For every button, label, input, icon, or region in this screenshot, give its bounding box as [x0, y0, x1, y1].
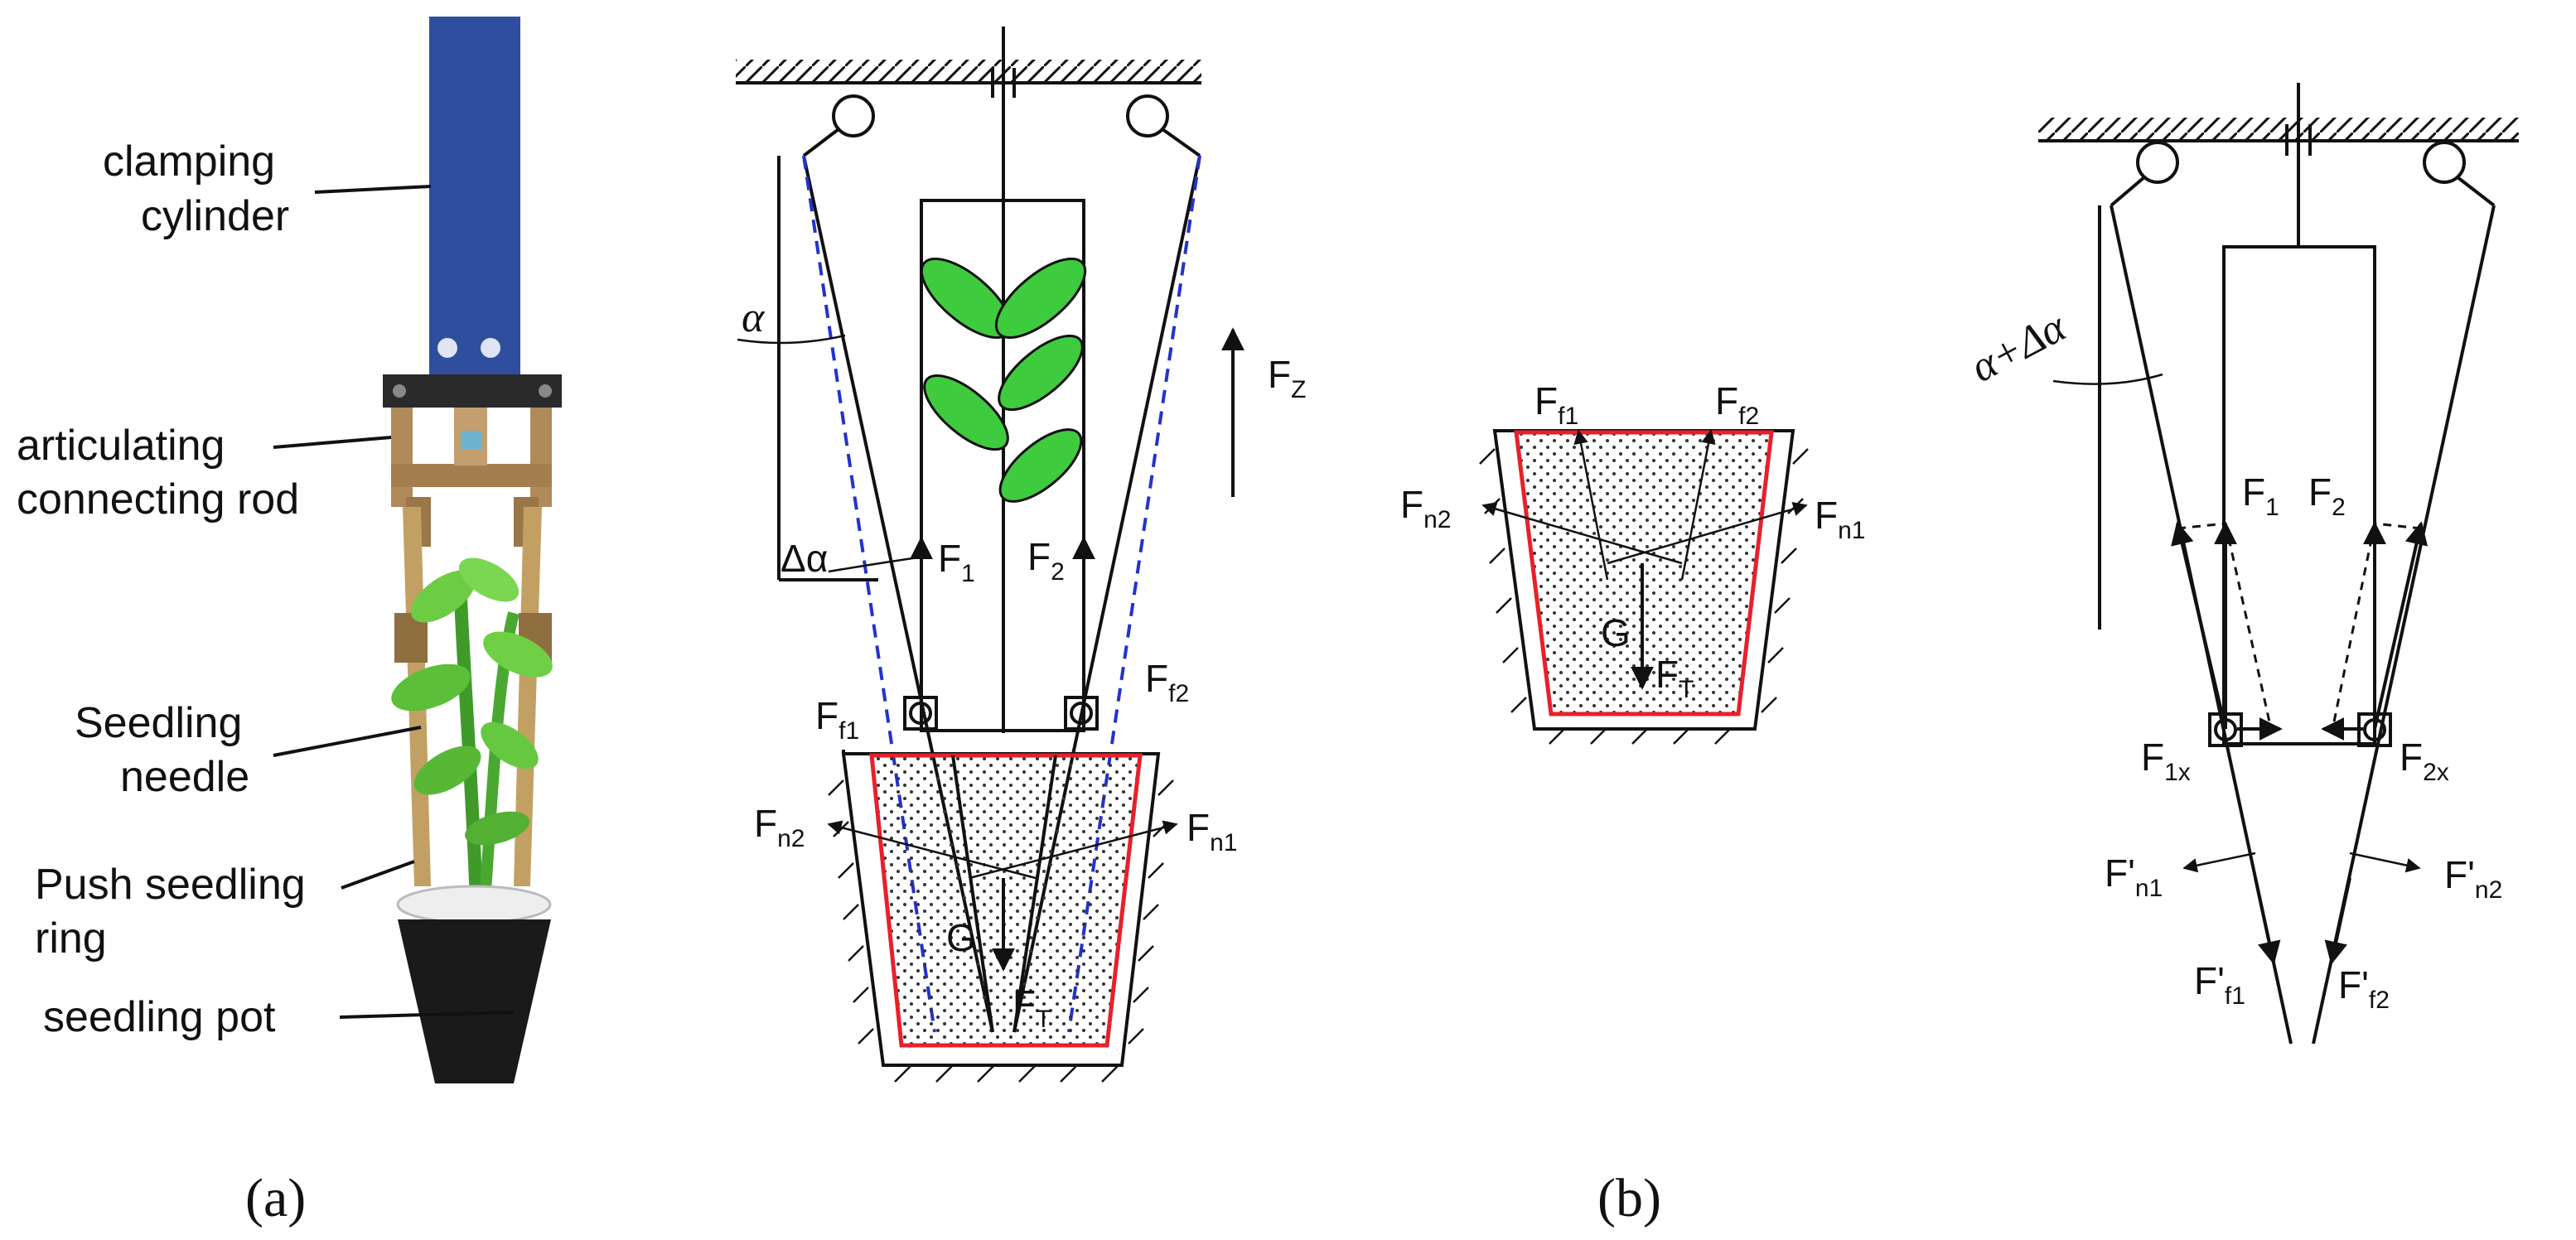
- label-g-left: G: [946, 916, 976, 959]
- label-delta-alpha: Δα: [781, 537, 828, 580]
- panel-b-left: α Δα FZ F1 F2 Ff1 Ff2: [736, 27, 1306, 1083]
- label-f2: F2: [1027, 535, 1065, 586]
- label-clamping: clamping: [103, 138, 275, 186]
- label-fn1-middle: Fn1: [1815, 494, 1865, 544]
- panel-a: clamping cylinder articulating connectin…: [17, 17, 562, 1228]
- label-ft-left: FT: [1013, 982, 1051, 1033]
- label-ff2: Ff2: [1145, 657, 1189, 707]
- label-ff1: Ff1: [815, 694, 859, 745]
- label-fpf1: F'f1: [2194, 959, 2245, 1010]
- label-alpha-delta: α+Δα: [1963, 302, 2074, 392]
- label-ft-middle: FT: [1655, 653, 1694, 703]
- plant-shape: [391, 557, 553, 904]
- label-articulating: articulating: [17, 422, 225, 470]
- seedling-pot-shape: [398, 919, 551, 1083]
- panel-b-right: α+Δα F1 F2 F1x F2x F'n1 F'n2 F'f1 F'f2: [1963, 83, 2519, 1045]
- label-fpn2: F'n2: [2444, 853, 2502, 904]
- label-fn1-left: Fn1: [1187, 806, 1237, 856]
- label-seedling: Seedling: [75, 699, 242, 747]
- caption-a: (a): [245, 1168, 306, 1228]
- label-needle: needle: [120, 753, 249, 801]
- label-ff2-middle: Ff2: [1715, 379, 1759, 430]
- label-connecting-rod: connecting rod: [17, 475, 299, 524]
- bolt-2: [481, 338, 500, 358]
- label-fn2-middle: Fn2: [1400, 483, 1451, 533]
- label-push-seedling: Push seedling: [35, 861, 306, 909]
- label-fz: FZ: [1268, 353, 1306, 403]
- label-ring: ring: [35, 914, 107, 963]
- label-g-middle: G: [1601, 611, 1631, 654]
- label-fn2-left: Fn2: [754, 802, 805, 852]
- bolt-1: [437, 338, 457, 358]
- label-ff1-middle: Ff1: [1534, 379, 1578, 430]
- label-f2x: F2x: [2400, 736, 2449, 786]
- label-f2-right: F2: [2308, 470, 2346, 521]
- label-alpha: α: [742, 294, 766, 341]
- clamping-cylinder-shape: [429, 17, 520, 377]
- label-f1-right: F1: [2242, 470, 2279, 521]
- label-fpf2: F'f2: [2338, 963, 2390, 1014]
- top-plate: [383, 374, 562, 408]
- label-f1: F1: [938, 537, 975, 587]
- label-cylinder: cylinder: [141, 192, 289, 240]
- label-f1x: F1x: [2141, 736, 2191, 786]
- label-fpn1: F'n1: [2105, 852, 2163, 902]
- push-ring-shape: [396, 885, 552, 924]
- articulating-rod-shape: [391, 408, 552, 547]
- label-seedling-pot: seedling pot: [43, 993, 276, 1041]
- caption-b: (b): [1597, 1168, 1661, 1228]
- panel-b-middle: Ff1 Ff2 Fn2 Fn1 G FT (b): [1400, 379, 1865, 1228]
